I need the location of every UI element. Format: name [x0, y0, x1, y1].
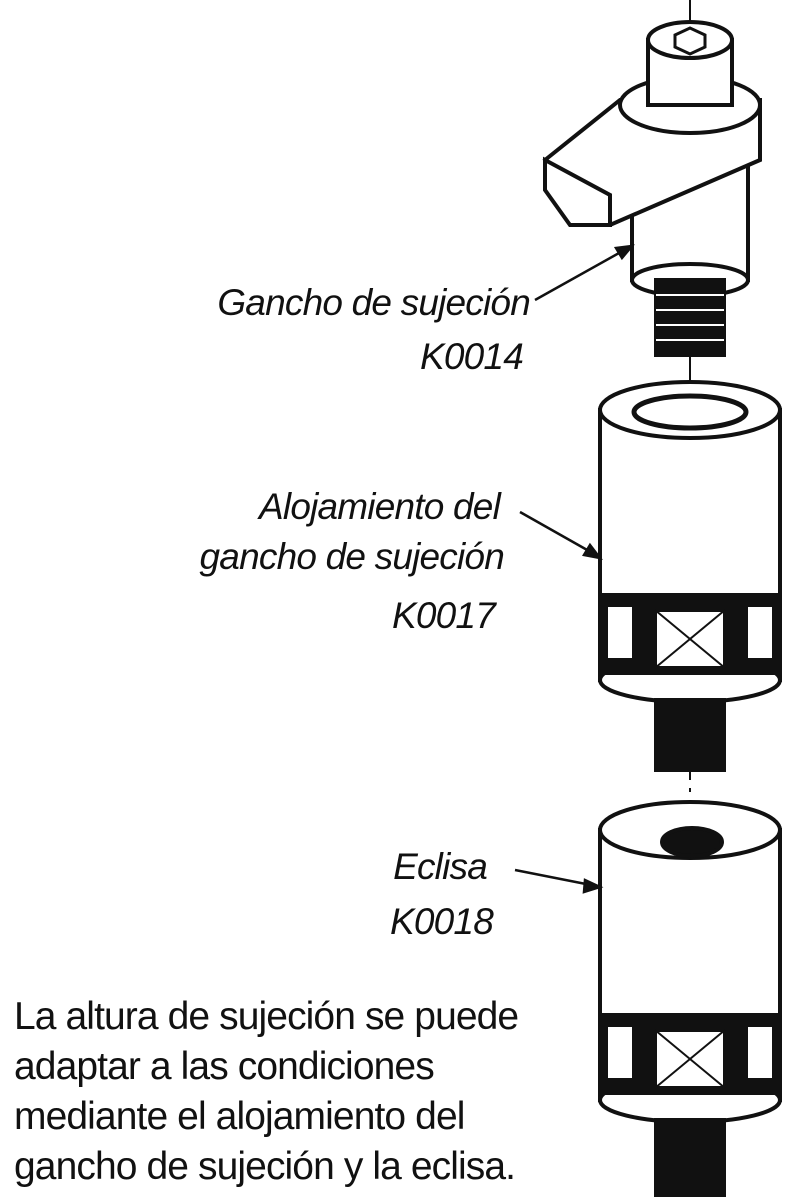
note-line: gancho de sujeción y la eclisa.: [14, 1145, 516, 1188]
note-text: La altura de sujeción se puede adaptar a…: [14, 992, 519, 1192]
part-label-name: Gancho de sujeción: [217, 282, 530, 323]
part-label-name-line1: Alojamiento del: [259, 486, 501, 527]
clamping-hook-part: [542, 20, 762, 357]
splice-part: [598, 800, 782, 1197]
part-label-code: K0017: [392, 595, 496, 636]
part-label-name: Eclisa: [393, 846, 488, 887]
hook-housing-part: [598, 380, 782, 772]
note-line: mediante el alojamiento del: [14, 1095, 465, 1138]
part-label-name-line2: gancho de sujeción: [199, 536, 505, 577]
leader-arrows: [514, 244, 635, 894]
note-line: adaptar a las condiciones: [14, 1045, 435, 1088]
part-label-code: K0018: [390, 901, 494, 942]
part-label-code: K0014: [420, 336, 524, 377]
note-line: La altura de sujeción se puede: [14, 995, 519, 1038]
